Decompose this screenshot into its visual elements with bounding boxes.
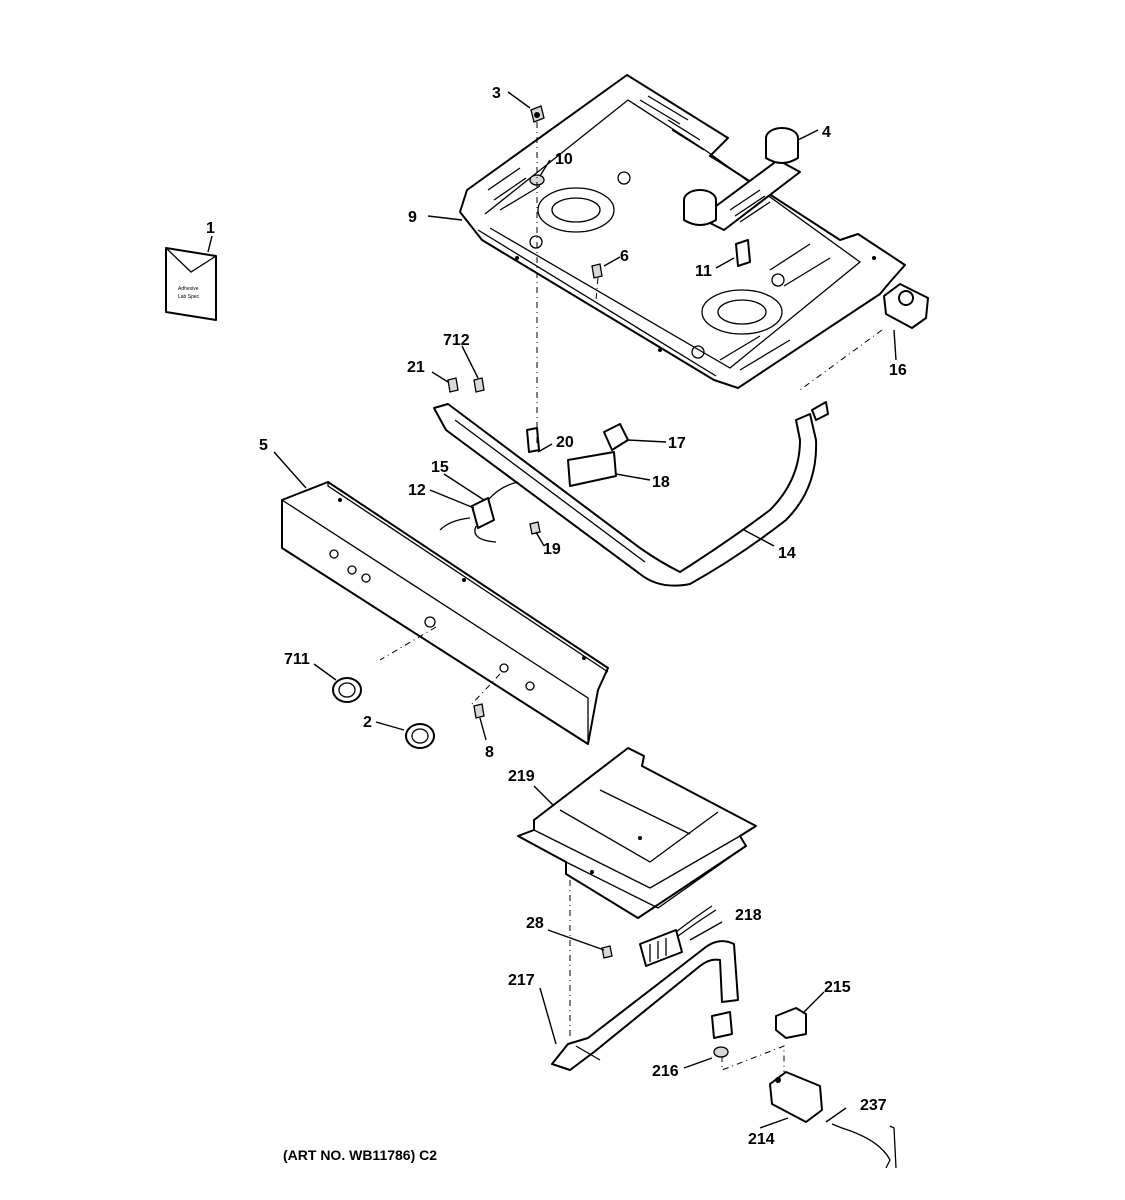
part-2-knob xyxy=(405,723,435,749)
callout-237: 237 xyxy=(860,1097,887,1114)
part-14-manifold xyxy=(433,401,829,587)
part-712-screw xyxy=(473,377,485,393)
callout-3: 3 xyxy=(492,85,501,102)
part-17-switch xyxy=(603,423,629,451)
part-216-orifice xyxy=(711,1011,733,1058)
callout-6: 6 xyxy=(620,248,629,265)
part-21-screw xyxy=(447,377,459,393)
callout-712: 712 xyxy=(443,332,470,349)
part-28-screw xyxy=(601,945,613,959)
callout-219: 219 xyxy=(508,768,535,785)
callout-12: 12 xyxy=(408,482,426,499)
part-215-bracket xyxy=(775,1007,807,1039)
envelope-text-2: Lab Spec xyxy=(178,294,200,300)
callout-214: 214 xyxy=(748,1131,775,1148)
leader-lines xyxy=(207,91,897,1129)
callout-217: 217 xyxy=(508,972,535,989)
part-219-shield xyxy=(517,747,757,919)
callout-9: 9 xyxy=(408,209,417,226)
part-12-ignition-switch xyxy=(439,481,519,543)
callout-19: 19 xyxy=(543,541,561,558)
part-711-knob xyxy=(332,677,362,703)
part-19-screw xyxy=(529,521,541,535)
callout-218: 218 xyxy=(735,907,762,924)
callout-8: 8 xyxy=(485,744,494,761)
part-16-regulator xyxy=(883,283,929,329)
art-number-caption: (ART NO. WB11786) C2 xyxy=(283,1147,437,1163)
callout-17: 17 xyxy=(668,435,686,452)
callout-2: 2 xyxy=(363,714,372,731)
part-5-control-panel xyxy=(281,481,609,745)
part-6-screw xyxy=(591,263,603,279)
assembly-lines xyxy=(379,122,883,1072)
callout-1: 1 xyxy=(206,220,215,237)
callout-4: 4 xyxy=(822,124,831,141)
callout-216: 216 xyxy=(652,1063,679,1080)
callout-16: 16 xyxy=(889,362,907,379)
envelope-text-1: Adhesive xyxy=(178,286,199,292)
callout-28: 28 xyxy=(526,915,544,932)
part-3-screw xyxy=(530,105,545,123)
callout-15: 15 xyxy=(431,459,449,476)
callout-14: 14 xyxy=(778,545,796,562)
callout-10: 10 xyxy=(555,151,573,168)
part-1-envelope: Adhesive Lab Spec xyxy=(165,247,217,321)
part-8-screw xyxy=(473,703,485,719)
part-18-plate xyxy=(567,451,617,487)
part-217-burner-tube xyxy=(551,940,739,1071)
callout-20: 20 xyxy=(556,434,574,451)
callout-5: 5 xyxy=(259,437,268,454)
part-11-bracket xyxy=(735,239,751,267)
callout-215: 215 xyxy=(824,979,851,996)
callout-711: 711 xyxy=(284,651,310,668)
callout-21: 21 xyxy=(407,359,425,376)
callout-18: 18 xyxy=(652,474,670,491)
part-237-capillary xyxy=(831,1123,897,1169)
part-4-burner-valves xyxy=(683,127,801,231)
part-218-igniter xyxy=(639,905,717,967)
part-214-valve xyxy=(769,1071,823,1123)
callout-11: 11 xyxy=(695,263,712,280)
part-9-burner-box xyxy=(459,74,906,389)
callouts: 1 2 3 4 5 6 8 9 10 11 12 14 15 16 17 18 … xyxy=(206,85,907,1148)
part-20-orifice xyxy=(526,427,540,453)
